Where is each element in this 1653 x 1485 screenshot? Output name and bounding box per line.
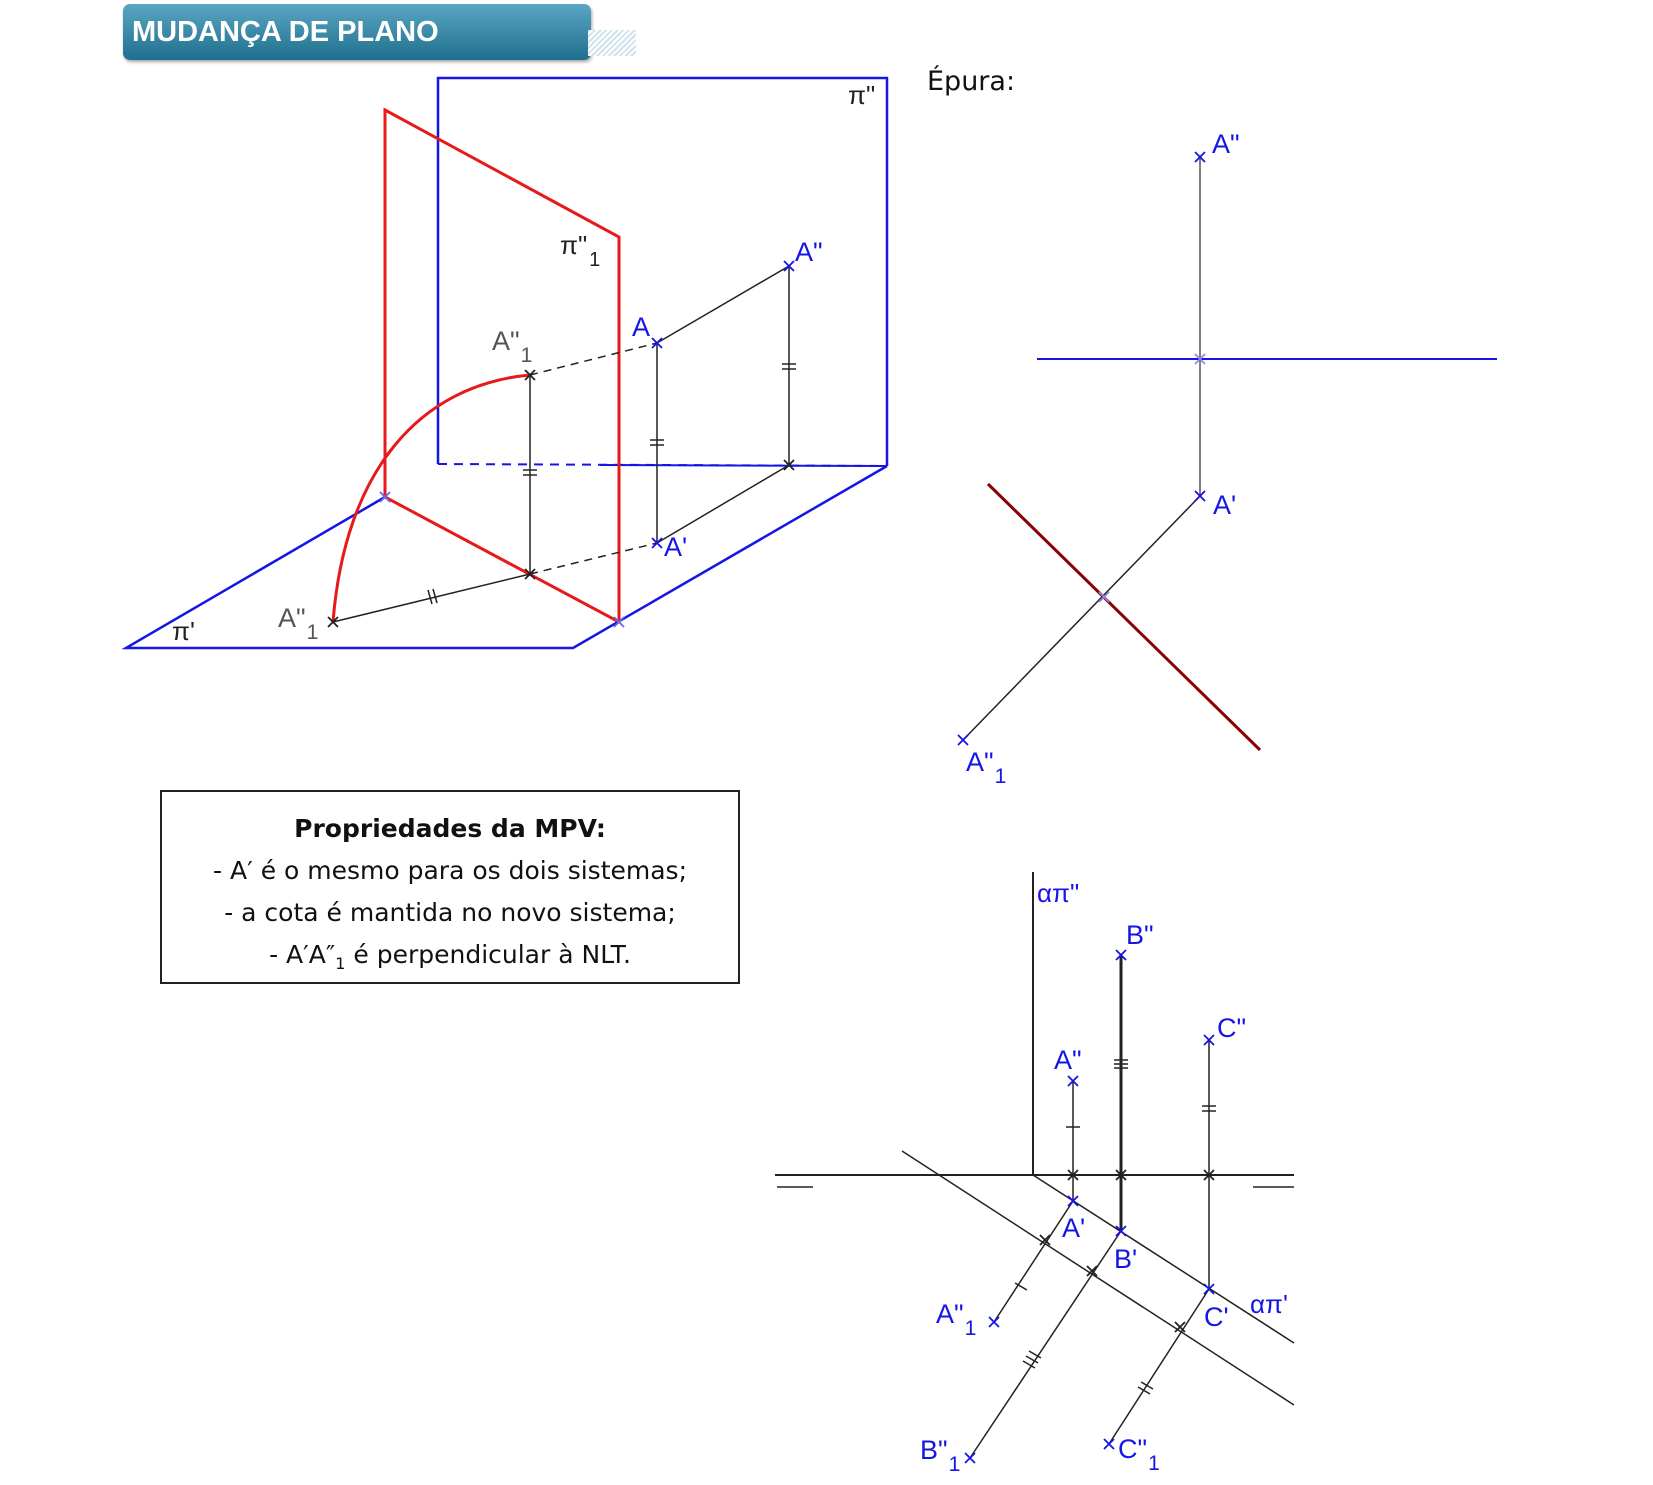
epura1-label-A-v: A" — [1212, 129, 1240, 159]
properties-line-1: - A′ é o mesmo para os dois sistemas; — [213, 856, 687, 885]
epura1-label-A-h: A' — [1213, 490, 1236, 520]
epura2-label-A-h: A' — [1062, 1213, 1085, 1243]
recall-B-new — [969, 1230, 1122, 1459]
label-A-h: A' — [664, 532, 687, 562]
new-ground-line — [986, 482, 1262, 752]
epura2-label-B-v1: B"1 — [920, 1435, 960, 1476]
label-A-v: A" — [795, 237, 823, 267]
properties-line-3: - A′A″1 é perpendicular à NLT. — [269, 940, 631, 973]
epura2-markers — [964, 949, 1215, 1464]
title-banner: MUDANÇA DE PLANO VERTICAL — [123, 4, 591, 104]
epura2-label-C-h: C' — [1204, 1302, 1229, 1332]
recall-A-new — [993, 1200, 1074, 1323]
vertical-plane-base-edge — [599, 464, 888, 467]
epura1-label-A-v1: A"1 — [966, 747, 1006, 788]
vertical-plane-pi-v — [436, 76, 889, 466]
epura2-label-B-v: B" — [1126, 920, 1154, 950]
recall-line-A-new — [962, 495, 1201, 741]
label-A: A — [632, 312, 650, 342]
label-A-v1-bottom: A"1 — [278, 603, 318, 644]
label-alpha-pi-v: απ" — [1037, 878, 1079, 908]
horizontal-plane-pi-h — [121, 464, 888, 650]
label-pi-v1: π"1 — [560, 230, 600, 271]
proj-line-A-Av — [656, 265, 790, 344]
title-banner-hatch — [588, 30, 636, 56]
rotation-arc — [331, 373, 531, 623]
equal-ticks — [427, 363, 796, 605]
epura-view-2: απ" απ' A" A' A"1 B" B' B"1 C" C' C"1 — [775, 872, 1295, 1476]
proj-line-Ah-base — [656, 464, 790, 544]
proj-line-Ah-base1-dashed — [529, 542, 658, 575]
epura2-label-C-v1: C"1 — [1118, 1434, 1160, 1475]
recall-C-new — [1108, 1288, 1210, 1445]
proj-line-A-Av1-dashed — [529, 342, 658, 376]
proj-line-base1-Av1-rot — [332, 573, 531, 623]
new-vertical-plane-pi-v1 — [383, 107, 621, 625]
label-A-v1-top: A"1 — [492, 326, 532, 367]
properties-box: Propriedades da MPV: - A′ é o mesmo para… — [160, 790, 740, 984]
epura2-label-A-v1: A"1 — [936, 1299, 976, 1340]
epura2-label-A-v: A" — [1054, 1045, 1082, 1075]
epura-view-1: A" A' A"1 — [957, 129, 1497, 788]
epura2-ticks — [1014, 1059, 1216, 1395]
epura1-markers — [957, 151, 1206, 746]
epura2-label-C-v: C" — [1217, 1013, 1246, 1043]
label-pi-h: π' — [172, 616, 195, 646]
epura2-new-ground-line — [901, 1150, 1295, 1406]
label-pi-v: π" — [848, 80, 875, 110]
point-markers — [327, 260, 795, 628]
label-alpha-pi-h: απ' — [1250, 1289, 1288, 1319]
epura-label: Épura: — [927, 66, 1016, 97]
properties-title: Propriedades da MPV: — [294, 814, 606, 843]
epura2-label-B-h: B' — [1114, 1244, 1137, 1274]
perspective-view: π" π"1 π' A A" A' A"1 A"1 — [121, 76, 889, 650]
properties-line-2: - a cota é mantida no novo sistema; — [224, 898, 676, 927]
alpha-pi-h-trace — [1032, 1174, 1295, 1344]
